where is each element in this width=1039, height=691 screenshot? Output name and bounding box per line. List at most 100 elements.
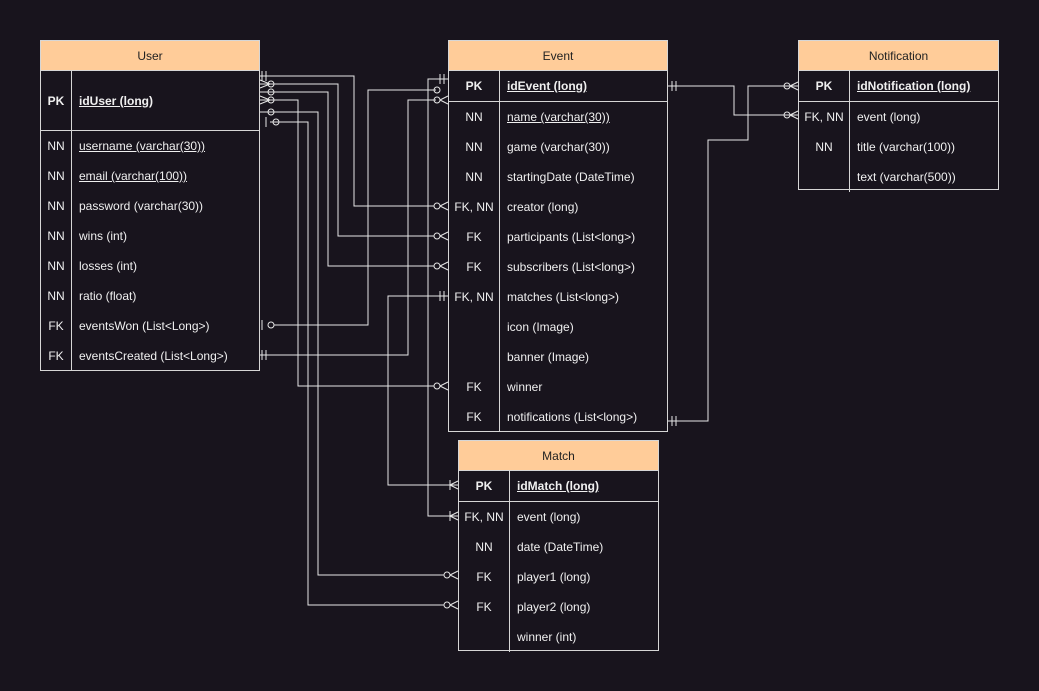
user-field-key: NN xyxy=(41,131,72,161)
match-field-key: FK xyxy=(459,562,510,592)
rel-notifications-list xyxy=(668,85,798,422)
user-field-key: NN xyxy=(41,161,72,191)
match-field-key: FK, NN xyxy=(459,502,510,532)
notification-field-name: text (varchar(500)) xyxy=(857,170,956,184)
user-field-key: NN xyxy=(41,251,72,281)
event-field-key: NN xyxy=(449,102,500,132)
notification-pk-row: PK idNotification (long) xyxy=(799,71,998,102)
rel-user-creator xyxy=(260,75,434,207)
crowfoot-match-event xyxy=(449,511,459,521)
event-field-name: creator (long) xyxy=(507,200,579,214)
user-field-key: NN xyxy=(41,281,72,311)
user-field-key: NN xyxy=(41,191,72,221)
user-field-row: NN losses (int) xyxy=(41,251,259,281)
marker-event-notif-one xyxy=(671,81,677,91)
event-field-name: banner (Image) xyxy=(507,350,590,364)
notification-field-key: FK, NN xyxy=(799,102,850,132)
event-field-row: FK winner xyxy=(449,372,667,402)
event-field-name: winner xyxy=(507,380,543,394)
user-table: User PK idUser (long) NN username (varcha… xyxy=(40,40,260,371)
event-field-row: NN game (varchar(30)) xyxy=(449,132,667,162)
event-field-key: NN xyxy=(449,132,500,162)
event-pk-key: PK xyxy=(449,71,500,101)
user-field-name: eventsCreated (List<Long>) xyxy=(79,349,228,363)
notification-pk-field: idNotification (long) xyxy=(857,79,971,93)
rel-eventswon xyxy=(274,89,436,326)
rel-user-winner xyxy=(260,99,434,387)
rel-user-subscribers xyxy=(260,91,434,267)
event-field-key: FK xyxy=(449,372,500,402)
event-field-key: NN xyxy=(449,162,500,192)
user-field-key: NN xyxy=(41,221,72,251)
event-field-name: icon (Image) xyxy=(507,320,574,334)
event-field-key: FK xyxy=(449,402,500,432)
user-field-row: NN password (varchar(30)) xyxy=(41,191,259,221)
marker-eventscreated-one xyxy=(261,350,267,360)
notification-field-row: text (varchar(500)) xyxy=(799,162,998,192)
event-pk-row: PK idEvent (long) xyxy=(449,71,667,102)
event-pk-field: idEvent (long) xyxy=(507,79,587,93)
user-field-name: losses (int) xyxy=(79,259,138,273)
crowfoot-notif-pk xyxy=(789,81,799,91)
crowfoot-player2 xyxy=(449,600,459,610)
rel-event-matches xyxy=(427,78,458,517)
user-pk-field: idUser (long) xyxy=(79,93,153,108)
crowfoot-subscribers xyxy=(439,261,449,271)
user-field-name: username (varchar(30)) xyxy=(79,139,206,153)
match-field-key xyxy=(459,622,510,652)
marker-event-one xyxy=(439,74,445,84)
match-field-name: winner (int) xyxy=(517,630,577,644)
match-field-row: FK player1 (long) xyxy=(459,562,658,592)
crowfoot-event-pk xyxy=(439,95,449,105)
user-field-row: FK eventsWon (List<Long>) xyxy=(41,311,259,341)
notification-table: Notification PK idNotification (long) FK… xyxy=(798,40,999,192)
event-field-name: game (varchar(30)) xyxy=(507,140,610,154)
event-field-key xyxy=(449,342,500,372)
notification-field-name: event (long) xyxy=(857,110,921,124)
user-pk-row: PK idUser (long) xyxy=(41,71,259,131)
crowfoot-notif-event xyxy=(789,110,799,120)
match-table-title: Match xyxy=(459,441,658,471)
rel-eventscreated xyxy=(260,99,436,356)
match-field-key: FK xyxy=(459,592,510,622)
user-field-name: eventsWon (List<Long>) xyxy=(79,319,210,333)
crowfoot-winner xyxy=(439,381,449,391)
match-field-name: player1 (long) xyxy=(517,570,591,584)
event-field-row: icon (Image) xyxy=(449,312,667,342)
user-field-key: FK xyxy=(41,311,72,341)
event-field-name: participants (List<long>) xyxy=(507,230,636,244)
user-field-name: password (varchar(30)) xyxy=(79,199,204,213)
rel-match-matches xyxy=(387,295,458,486)
event-field-key xyxy=(449,312,500,342)
user-pk-key: PK xyxy=(41,71,72,130)
crowfoot-match-pk xyxy=(449,480,459,490)
user-field-row: NN ratio (float) xyxy=(41,281,259,311)
marker-notifs-one xyxy=(671,416,677,426)
user-field-row: NN username (varchar(30)) xyxy=(41,131,259,161)
marker-user-one xyxy=(261,71,267,81)
rel-event-notification xyxy=(668,85,798,116)
user-field-row: NN wins (int) xyxy=(41,221,259,251)
notification-field-row: FK, NN event (long) xyxy=(799,102,998,132)
user-table-title: User xyxy=(41,41,259,71)
user-field-name: wins (int) xyxy=(79,229,128,243)
event-field-name: matches (List<long>) xyxy=(507,290,620,304)
notification-table-title: Notification xyxy=(799,41,998,71)
user-field-name: ratio (float) xyxy=(79,289,137,303)
match-field-name: date (DateTime) xyxy=(517,540,604,554)
crowfoot-participants xyxy=(439,231,449,241)
rel-user-participants xyxy=(260,83,434,237)
